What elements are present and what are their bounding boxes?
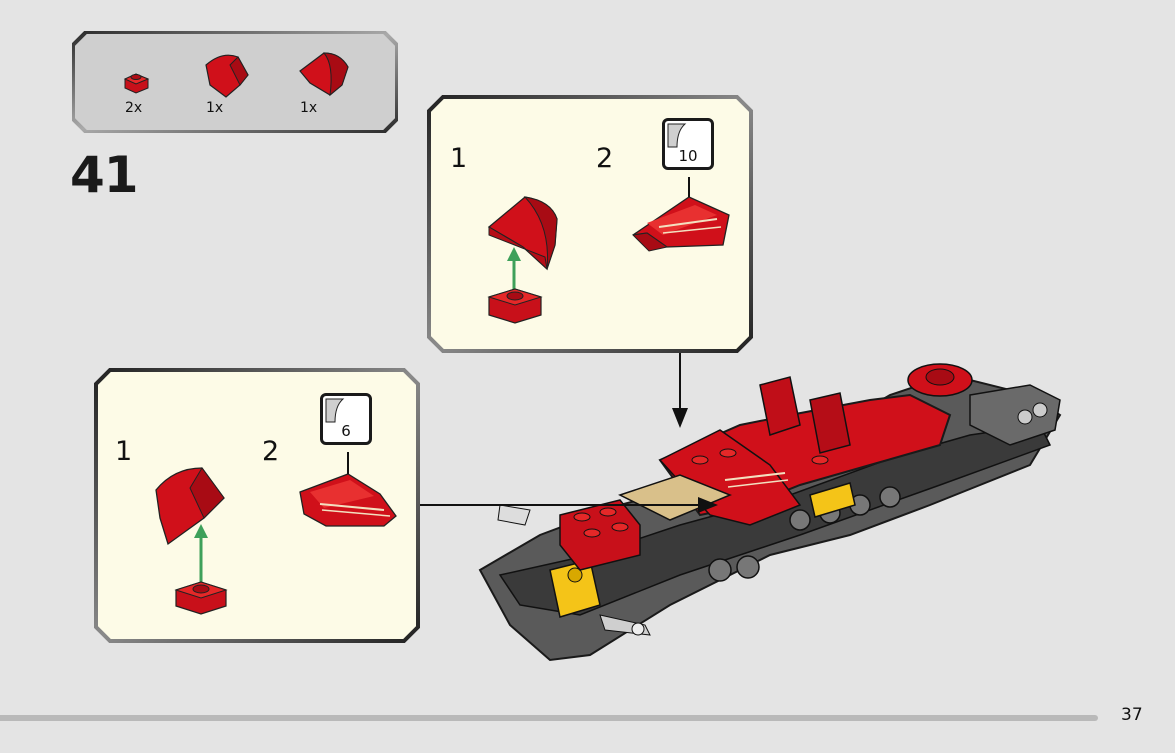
substep-number: 1 [115,436,133,467]
sticker-number: 10 [678,147,698,165]
red-slope-icon [631,177,730,252]
part-qty: 1x [206,100,224,116]
green-arrow-icon [194,524,208,582]
page-number: 37 [1121,705,1143,725]
red-plate-icon [123,73,150,94]
red-slope-icon [299,52,349,97]
substep-callout-right: 1 2 10 [427,95,753,353]
parts-list-box: 2x 1x 1x [72,31,398,133]
green-arrow-icon [507,247,521,291]
sticker-reference: 6 [320,393,372,445]
step-number: 41 [70,146,139,204]
substep-number: 2 [596,143,614,174]
part-qty: 2x [125,100,143,116]
substep-number: 1 [450,143,468,174]
red-slope-icon [205,54,249,98]
footer-divider [0,715,1098,721]
car-model-icon [478,363,1062,662]
red-plate-icon [174,581,228,615]
sticker-sheet-icon [325,398,345,423]
sticker-number: 6 [341,422,351,440]
part-qty: 1x [300,100,318,116]
sticker-sheet-icon [667,123,687,148]
sticker-reference: 10 [662,118,714,170]
substep-callout-left: 1 2 6 [94,368,420,643]
red-plate-icon [487,288,543,324]
parts-box-frame [72,31,398,133]
red-slope-icon [487,196,558,271]
red-slope-icon [299,452,397,527]
red-slope-icon [155,467,225,546]
substep-number: 2 [262,436,280,467]
